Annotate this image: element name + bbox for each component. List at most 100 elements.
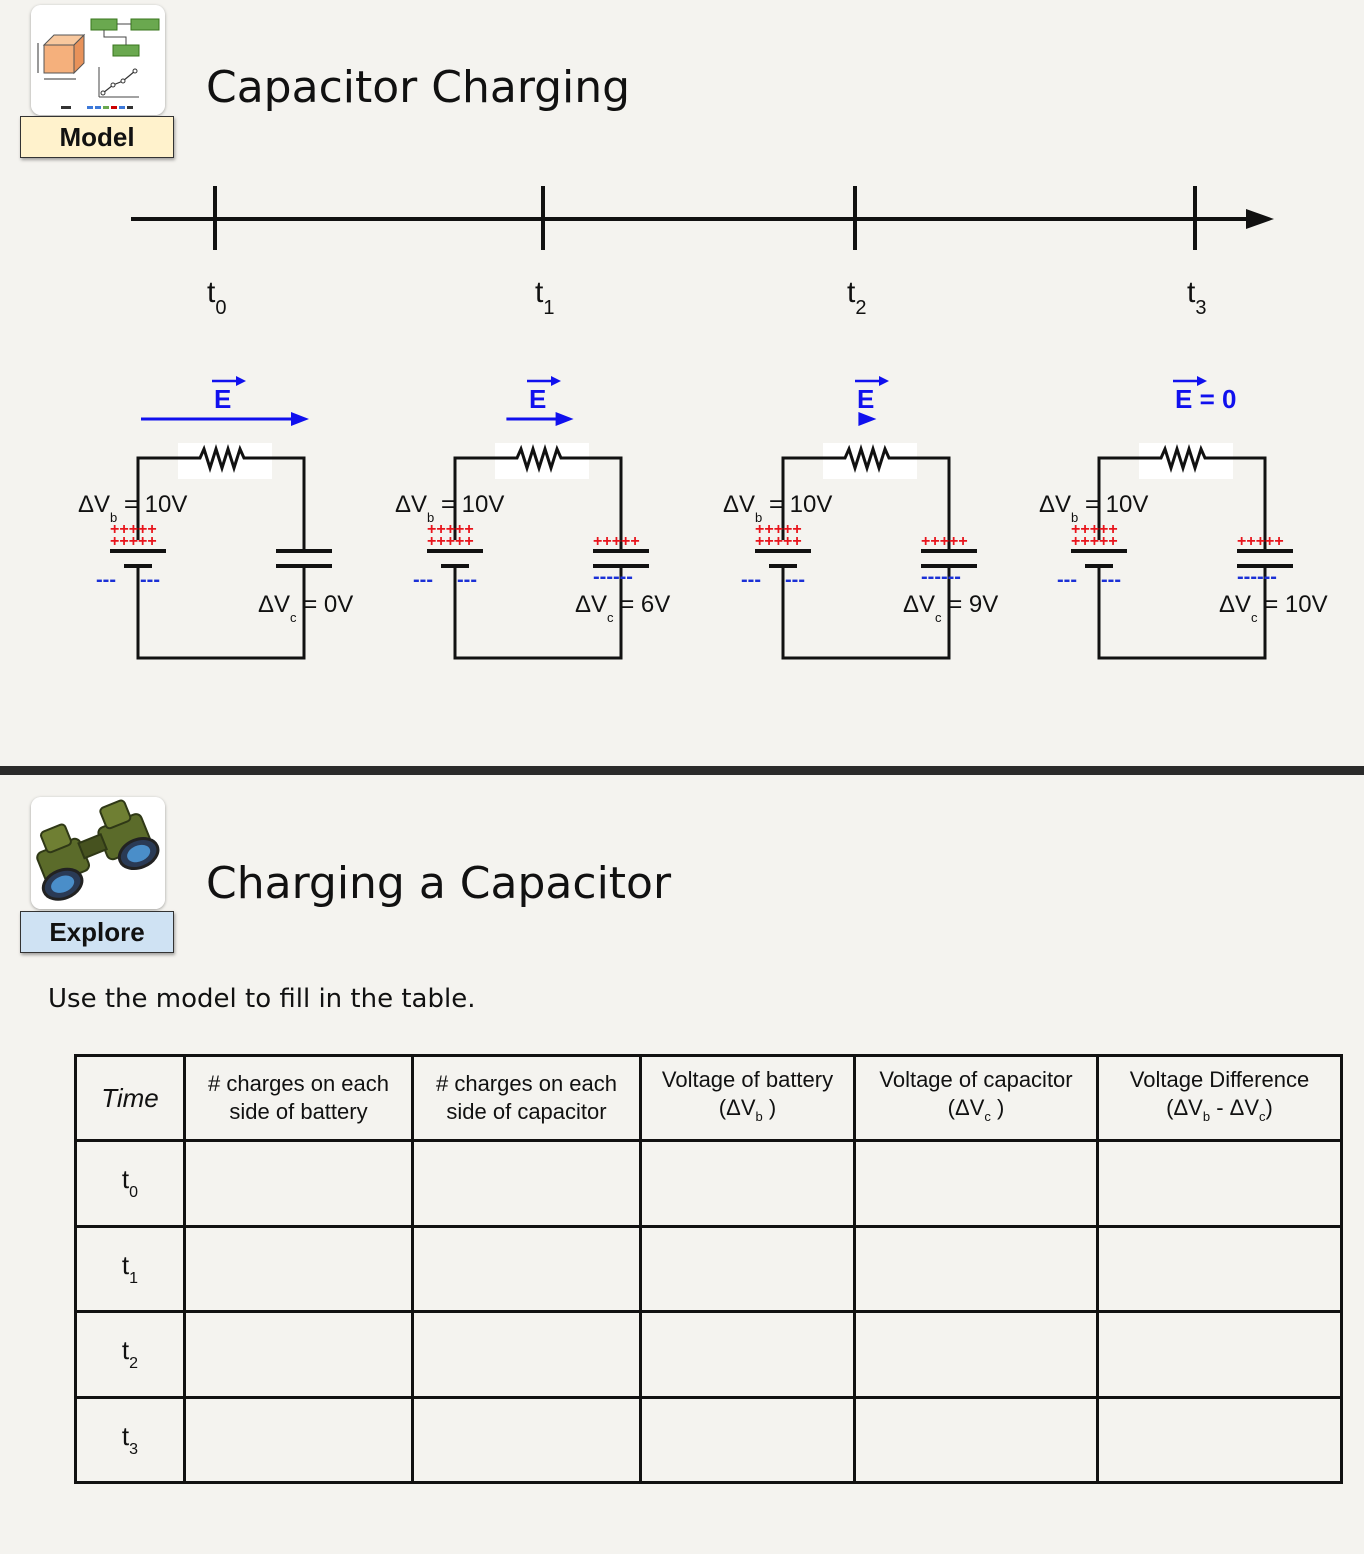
data-table: Time # charges on each side of battery #… (74, 1054, 1343, 1484)
time-label: t (121, 1420, 130, 1451)
battery-minus-signs: --- (1101, 569, 1121, 591)
page-title: Capacitor Charging (206, 62, 631, 113)
capacitor-plus-signs: +++++ (921, 533, 968, 550)
capacitor-plus-signs: +++++ (1237, 533, 1284, 550)
time-subscript: 0 (129, 1184, 139, 1202)
capacitor-voltage-label: ΔVc = 6V (575, 591, 670, 625)
battery-voltage-cell[interactable] (639, 1139, 856, 1228)
capacitor-voltage-label: ΔVc = 10V (1219, 591, 1328, 625)
header-time: Time (74, 1054, 186, 1142)
time-label: t (121, 1249, 130, 1280)
header-battery-charges: # charges on each side of battery (183, 1054, 414, 1142)
capacitor-charges-cell[interactable] (411, 1395, 642, 1484)
row-time-cell: t0 (74, 1139, 186, 1228)
battery-plus-signs: +++++ (427, 533, 474, 550)
binoculars-icon (31, 797, 165, 909)
battery-charges-cell[interactable] (183, 1139, 414, 1228)
capacitor-voltage-cell[interactable] (853, 1139, 1099, 1228)
battery-voltage-cell[interactable] (639, 1224, 856, 1313)
subscript: b (1202, 1108, 1211, 1124)
battery-plus-signs: +++++ (427, 521, 474, 538)
voltage-difference-cell[interactable] (1096, 1139, 1343, 1228)
subscript: b (755, 1108, 763, 1124)
capacitor-voltage-cell[interactable] (853, 1395, 1099, 1484)
battery-minus-signs: --- (457, 569, 477, 591)
header-line: side of capacitor (446, 1099, 607, 1124)
header-formula: (ΔV (1166, 1094, 1203, 1120)
field-label: E = 0 (1175, 384, 1236, 414)
resistor-icon (495, 444, 621, 473)
circuit-wire (453, 566, 623, 660)
battery-charges-cell[interactable] (183, 1224, 414, 1313)
header-line: Voltage Difference (1129, 1066, 1310, 1092)
battery-minus-signs: --- (96, 569, 116, 591)
capacitor-minus-signs: ------ (921, 566, 961, 588)
battery-plus-signs: +++++ (755, 521, 802, 538)
voltage-difference-cell[interactable] (1096, 1395, 1343, 1484)
capacitor-voltage-cell[interactable] (853, 1310, 1099, 1399)
model-badge-label: Model (20, 116, 174, 158)
battery-charges-cell[interactable] (183, 1310, 414, 1399)
header-formula: (ΔV (947, 1094, 985, 1120)
subscript: c (984, 1108, 991, 1124)
voltage-difference-cell[interactable] (1096, 1224, 1343, 1313)
header-line: Voltage of capacitor (879, 1066, 1073, 1092)
capacitor-voltage-label: ΔVc = 9V (903, 591, 998, 625)
capacitor-charges-cell[interactable] (411, 1139, 642, 1228)
table-row: t2 (74, 1310, 1343, 1399)
model-badge-icon (31, 5, 165, 115)
field-label: E (529, 384, 546, 414)
row-time-cell: t3 (74, 1395, 186, 1484)
resistor-icon (178, 444, 304, 473)
resistor-icon (1139, 444, 1265, 473)
header-capacitor-voltage: Voltage of capacitor (ΔVc ) (853, 1054, 1099, 1142)
field-vector-arrow-icon (879, 376, 889, 386)
field-arrow-head-icon (858, 412, 877, 426)
timeline-arrow-icon (1246, 209, 1274, 229)
capacitor-minus-signs: ------ (1237, 566, 1277, 588)
table-row: t1 (74, 1224, 1343, 1313)
capacitor-voltage-label: ΔVc = 0V (258, 591, 353, 625)
timeline-tick-label: t3 (1187, 276, 1206, 319)
battery-charges-cell[interactable] (183, 1395, 414, 1484)
battery-voltage-cell[interactable] (639, 1395, 856, 1484)
circuit-wire (1097, 566, 1267, 660)
header-battery-voltage: Voltage of battery (ΔVb ) (639, 1054, 856, 1142)
instruction-text: Use the model to fill in the table. (48, 984, 476, 1014)
field-vector-arrow-icon (551, 376, 561, 386)
battery-minus-signs: --- (140, 569, 160, 591)
header-formula: ) (990, 1094, 1005, 1120)
row-time-cell: t1 (74, 1224, 186, 1313)
time-label: t (121, 1164, 130, 1195)
resistor-icon (823, 444, 949, 473)
header-line: Voltage of battery (661, 1066, 834, 1092)
battery-plus-signs: +++++ (1071, 521, 1118, 538)
battery-voltage-cell[interactable] (639, 1310, 856, 1399)
battery-minus-signs: --- (741, 569, 761, 591)
time-subscript: 2 (129, 1355, 139, 1373)
battery-plus-signs: +++++ (110, 521, 157, 538)
timeline-tick-label: t1 (535, 276, 554, 319)
field-vector-arrow-icon (236, 376, 246, 386)
header-formula: (ΔV (718, 1094, 756, 1120)
capacitor-charges-cell[interactable] (411, 1310, 642, 1399)
time-label: t (121, 1335, 130, 1366)
capacitor-voltage-cell[interactable] (853, 1224, 1099, 1313)
time-subscript: 1 (129, 1269, 139, 1287)
header-capacitor-charges: # charges on each side of capacitor (411, 1054, 642, 1142)
capacitor-minus-signs: ------ (593, 566, 633, 588)
battery-plus-signs: +++++ (755, 533, 802, 550)
header-voltage-difference: Voltage Difference (ΔVb - ΔVc) (1096, 1054, 1343, 1142)
section-divider (0, 766, 1364, 775)
explore-title: Charging a Capacitor (206, 858, 672, 909)
header-line: # charges on each (435, 1071, 618, 1096)
battery-plus-signs: +++++ (110, 533, 157, 550)
battery-voltage-label: ΔVb = 10V (395, 491, 504, 525)
capacitor-charges-cell[interactable] (411, 1224, 642, 1313)
voltage-difference-cell[interactable] (1096, 1310, 1343, 1399)
field-vector-arrow-icon (1197, 376, 1207, 386)
time-subscript: 3 (129, 1440, 139, 1458)
field-label: E (214, 384, 231, 414)
battery-plus-signs: +++++ (1071, 533, 1118, 550)
